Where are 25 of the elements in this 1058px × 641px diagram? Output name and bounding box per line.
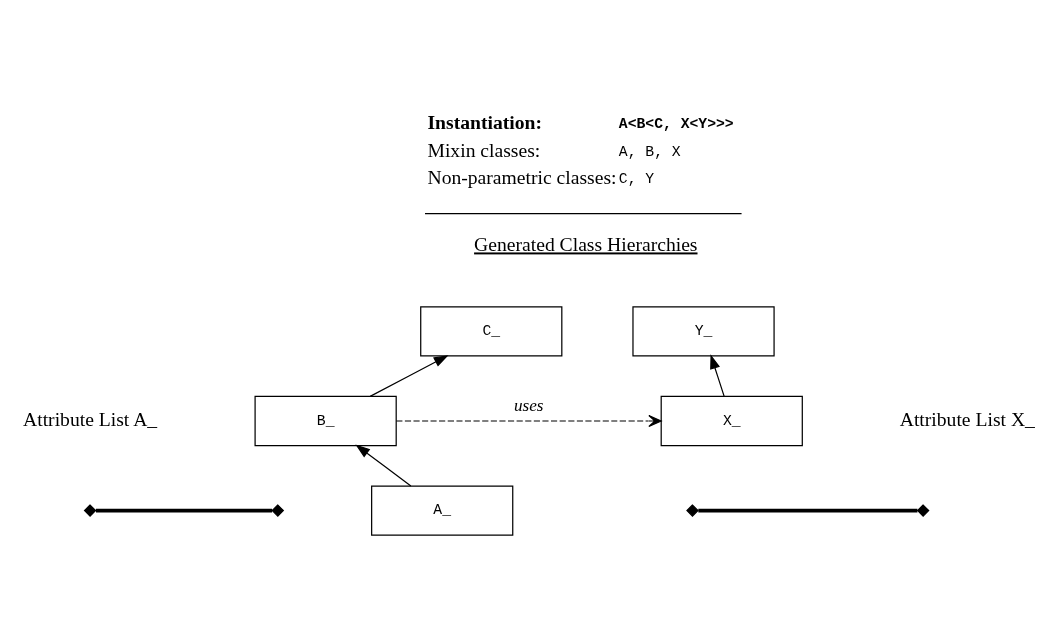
node-box: C_ (420, 305, 563, 357)
arrow (355, 443, 412, 487)
arrow (369, 354, 449, 397)
label: Non-parametric classes: (427, 166, 617, 188)
node-diamond (83, 503, 97, 517)
connector (95, 508, 273, 512)
node-box: Y_ (632, 305, 775, 357)
arrow (395, 414, 662, 427)
label: C, Y (618, 170, 655, 187)
edge-label: uses (513, 395, 544, 415)
connector (698, 508, 918, 512)
label: Attribute List A_ (23, 408, 158, 430)
label: Attribute List X_ (899, 408, 1035, 430)
node-box: B_ (254, 395, 397, 446)
node-diamond (686, 503, 699, 517)
arrow (710, 353, 725, 397)
node-box: A_ (371, 484, 514, 536)
label: Mixin classes: (427, 139, 541, 161)
label: Instantiation: (427, 111, 542, 133)
node-diamond (916, 503, 930, 517)
node-diamond (271, 503, 285, 517)
label: A, B, X (618, 143, 681, 160)
label: A<B<C, X<Y>>> (618, 115, 734, 132)
node-box: X_ (660, 395, 803, 446)
label: Generated Class Hierarchies (474, 233, 698, 255)
